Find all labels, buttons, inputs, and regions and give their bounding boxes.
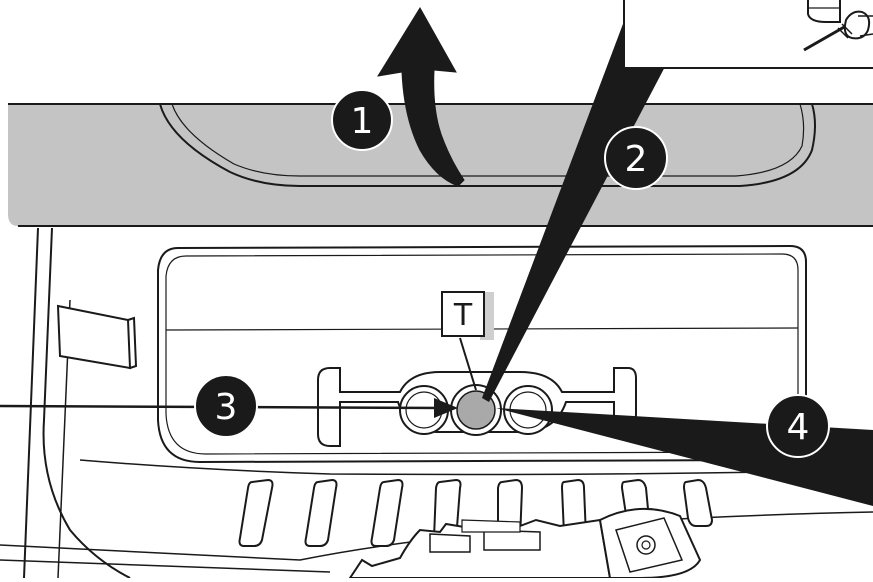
- hose-assembly: [348, 507, 702, 579]
- lift-arrow: [376, 7, 465, 187]
- marker-t-label: T: [453, 298, 473, 333]
- arrowhead-3: [434, 398, 458, 418]
- port-bracket: [317, 367, 637, 447]
- marker-t: T: [441, 291, 494, 340]
- inset-detail: [623, 0, 873, 69]
- step-callout-2: 2: [604, 126, 668, 190]
- marker-leader: [459, 337, 477, 391]
- step-callout-4-label: 4: [787, 407, 810, 448]
- step-callout-1: 1: [331, 89, 393, 151]
- tool-icon: [803, 0, 873, 52]
- pointer-wedge-2: [482, 0, 700, 402]
- body-structure: [0, 227, 873, 579]
- step-callout-2-label: 2: [625, 139, 648, 180]
- step-callout-1-label: 1: [351, 101, 374, 142]
- step-callout-3-label: 3: [215, 387, 238, 428]
- step-callout-4: 4: [766, 394, 830, 458]
- step-callout-3: 3: [194, 374, 258, 438]
- target-cap: [456, 390, 496, 430]
